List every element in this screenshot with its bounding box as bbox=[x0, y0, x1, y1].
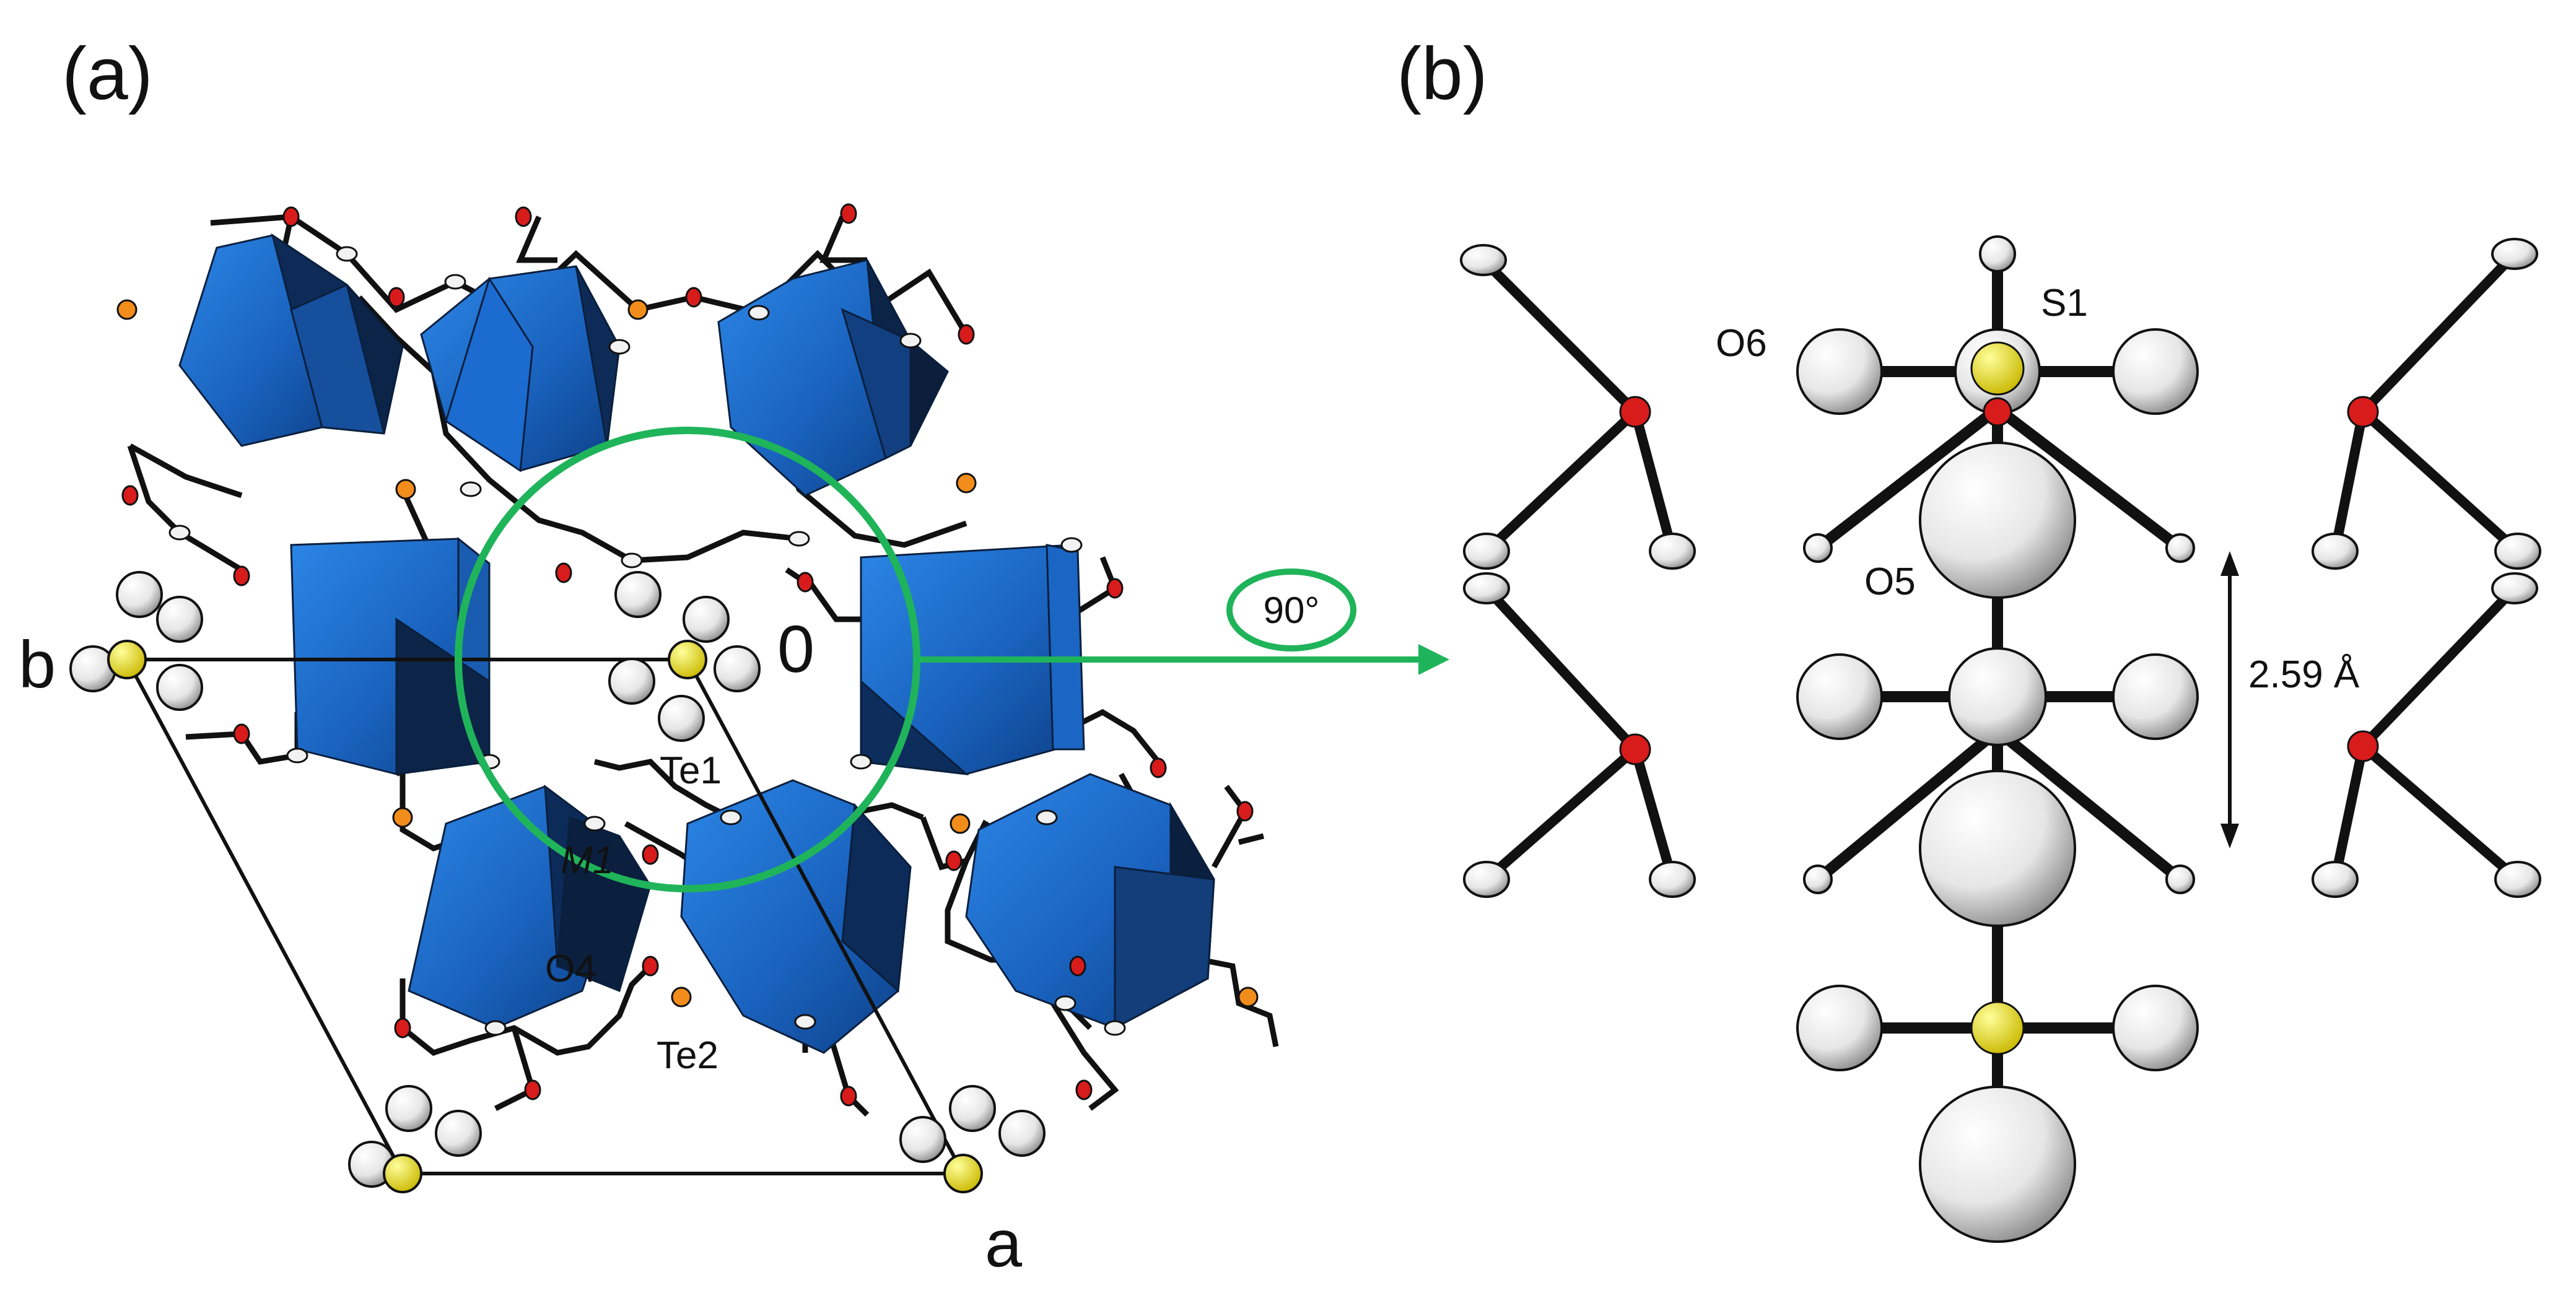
atom-label-te1: Te1 bbox=[660, 749, 722, 792]
oxygen-atoms bbox=[121, 203, 1254, 1107]
panel-a-label: (a) bbox=[62, 32, 153, 115]
atom-label-te2: Te2 bbox=[657, 1034, 718, 1077]
axis-b-label: b bbox=[19, 627, 56, 702]
cluster-origin bbox=[608, 571, 761, 742]
cluster-b-corner bbox=[69, 571, 203, 711]
panel-b-label: (b) bbox=[1397, 32, 1488, 115]
central-column bbox=[1796, 235, 2199, 1243]
left-chain bbox=[1460, 244, 1696, 898]
atom-label-s1: S1 bbox=[2041, 282, 2088, 324]
sulfur-cluster bbox=[69, 571, 1046, 1193]
atom-label-o5: O5 bbox=[1864, 560, 1916, 603]
atom-label-m1: M1 bbox=[561, 839, 614, 882]
distance-label: 2.59 Å bbox=[2248, 653, 2360, 696]
rotation-badge bbox=[1226, 568, 1356, 651]
atom-label-o6: O6 bbox=[1716, 322, 1767, 365]
cluster-a-corner bbox=[899, 1085, 1046, 1193]
rotation-label: 90° bbox=[1264, 590, 1320, 631]
cluster-corner-left bbox=[348, 1085, 482, 1193]
axis-origin-label: 0 bbox=[777, 611, 814, 686]
panel-a: 90° (a) b 0 a Te1 M1 O4 Te2 bbox=[19, 32, 1449, 1281]
right-chain bbox=[2312, 238, 2541, 898]
axis-a-label: a bbox=[985, 1206, 1023, 1281]
tellurium-atoms bbox=[116, 299, 1259, 1008]
distance-marker bbox=[2220, 551, 2239, 848]
metal-atoms bbox=[168, 246, 1126, 1036]
rotation-arrow[interactable] bbox=[917, 644, 1449, 675]
atom-label-o4: O4 bbox=[545, 947, 596, 990]
unit-cell bbox=[125, 658, 965, 1175]
panel-b: (b) bbox=[1397, 32, 2541, 1243]
